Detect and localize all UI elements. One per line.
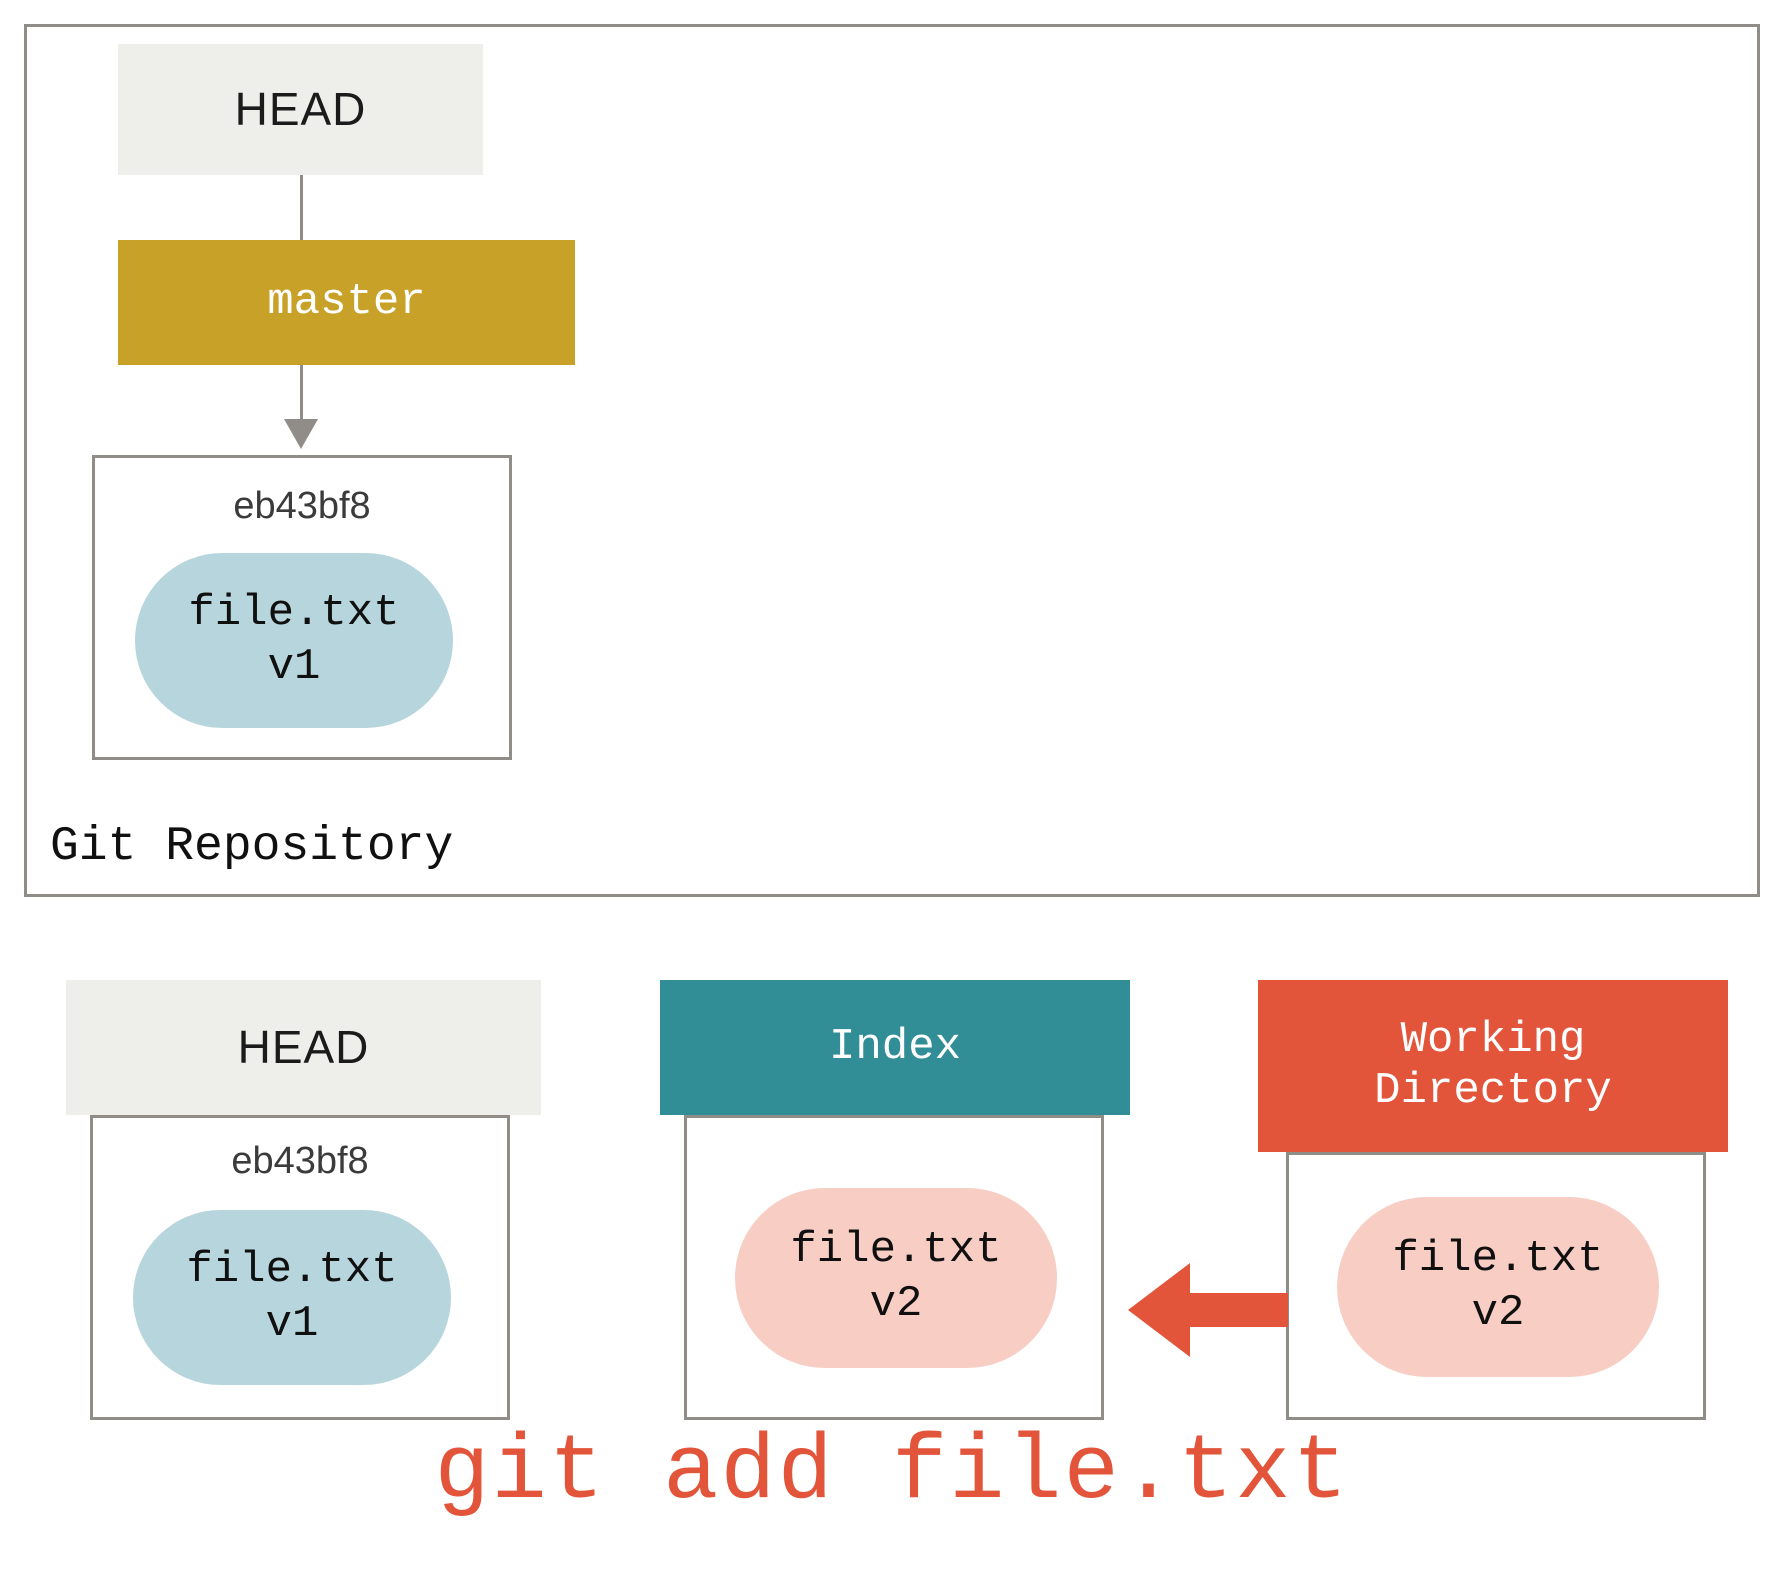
repo-head-label: HEAD [234,83,367,136]
stage-index-box[interactable]: Index [660,980,1130,1115]
stage-index-blob-name: file.txt [790,1225,1002,1276]
stage-head-blob-name: file.txt [186,1244,398,1295]
connector-master-to-commit [300,365,303,423]
stage-head-box[interactable]: HEAD [66,980,541,1115]
stage-workdir-blob: file.txt v2 [1337,1197,1659,1377]
stage-workdir-blob-name: file.txt [1392,1234,1604,1285]
arrow-down-icon [284,419,318,449]
connector-head-to-master [300,175,303,240]
stage-index-content-box[interactable]: file.txt v2 [684,1115,1104,1420]
stage-workdir-label-line1: Working [1400,1015,1586,1066]
git-repository-label: Git Repository [50,820,454,874]
stage-head-blob-version: v1 [265,1298,319,1349]
stage-head-commit-hash: eb43bf8 [231,1140,369,1182]
repo-master-branch-box[interactable]: master [118,240,575,365]
stage-head-label: HEAD [237,1021,370,1074]
stage-head-commit-box[interactable]: eb43bf8 file.txt v1 [90,1115,510,1420]
stage-workdir-blob-version: v2 [1471,1288,1525,1338]
repo-master-label: master [267,277,426,328]
stage-index-label: Index [828,1022,962,1073]
repo-commit-blob-version: v1 [267,641,321,692]
stage-index-blob: file.txt v2 [735,1188,1057,1368]
repo-commit-hash: eb43bf8 [233,485,371,527]
repo-commit-blob: file.txt v1 [135,553,453,728]
stage-index-blob-version: v2 [869,1279,923,1329]
stage-working-directory-box[interactable]: Working Directory [1258,980,1728,1152]
repo-commit-blob-name: file.txt [188,587,400,638]
stage-head-blob: file.txt v1 [133,1210,451,1385]
stage-workdir-label-line2: Directory [1374,1066,1612,1116]
arrow-left-icon-workdir-to-index [1128,1255,1288,1365]
stage-working-directory-content-box[interactable]: file.txt v2 [1286,1152,1706,1420]
repo-commit-box[interactable]: eb43bf8 file.txt v1 [92,455,512,760]
command-caption: git add file.txt [434,1420,1350,1525]
repo-head-box[interactable]: HEAD [118,44,483,175]
